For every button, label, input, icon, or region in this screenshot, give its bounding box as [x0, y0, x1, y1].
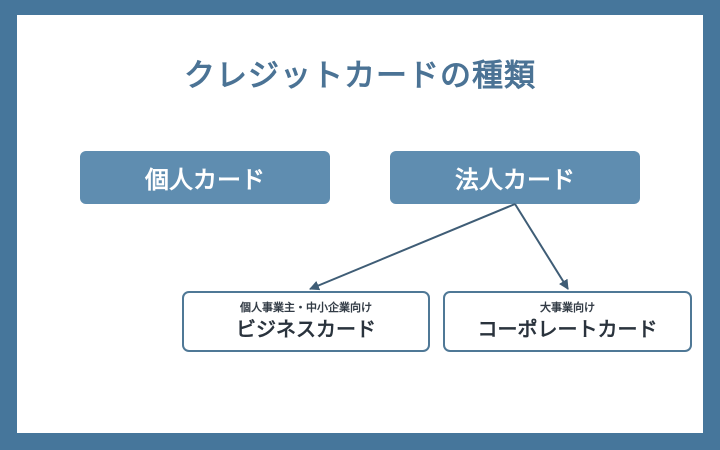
business-card-box: 個人事業主・中小企業向け ビジネスカード — [182, 291, 430, 352]
personal-card-label: 個人カード — [145, 166, 265, 194]
corporate-card-label: 法人カード — [455, 166, 575, 194]
corporate-card-type-box: 大事業向け コーポレートカード — [443, 291, 692, 352]
corporate-card-type-audience: 大事業向け — [540, 300, 595, 314]
corporate-card-type-label: コーポレートカード — [477, 316, 658, 341]
diagram-title: クレジットカードの種類 — [184, 58, 536, 94]
arrow-to-business-card — [309, 203, 516, 291]
corporate-card-box: 法人カード — [390, 151, 640, 204]
business-card-label: ビジネスカード — [236, 316, 376, 341]
diagram-canvas — [17, 15, 703, 433]
personal-card-box: 個人カード — [80, 151, 330, 204]
arrow-to-corporate-card — [514, 203, 569, 290]
business-card-audience: 個人事業主・中小企業向け — [240, 300, 372, 314]
